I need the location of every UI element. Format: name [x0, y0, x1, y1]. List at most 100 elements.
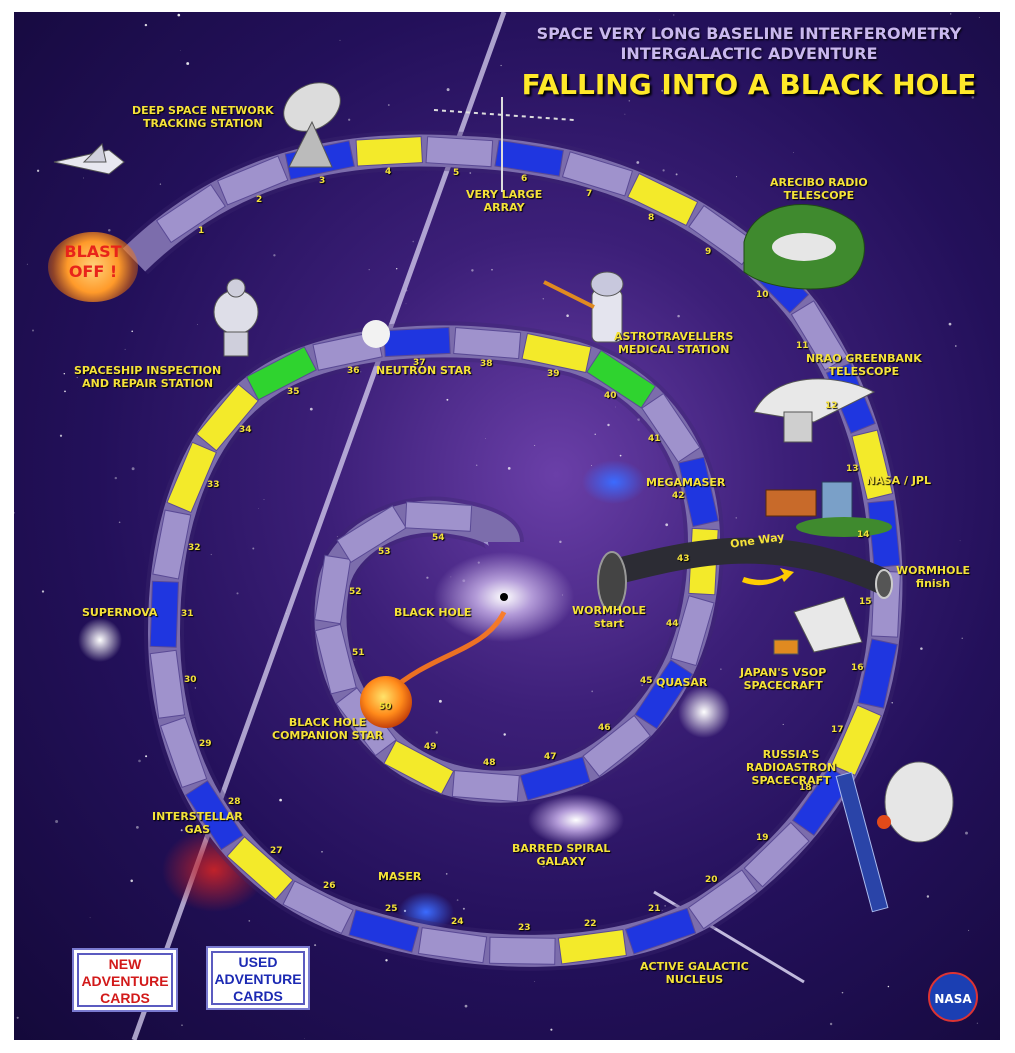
new-adventure-cards-button[interactable]: NEW ADVENTURE CARDS	[72, 948, 178, 1012]
board-space-20[interactable]	[687, 869, 758, 930]
star-dot	[181, 1024, 183, 1027]
board-space-1[interactable]	[155, 183, 226, 244]
star-dot	[720, 668, 722, 670]
board-space-47[interactable]	[519, 756, 591, 801]
blast-line-2: OFF !	[68, 262, 118, 281]
board-space-51[interactable]	[314, 623, 357, 695]
board-space-6[interactable]	[494, 139, 564, 177]
board-space-33[interactable]	[166, 441, 217, 514]
star-dot	[607, 423, 610, 427]
space-number-12: 12	[825, 401, 838, 411]
star-dot	[131, 467, 135, 471]
board-space-46[interactable]	[582, 714, 652, 778]
board-space-32[interactable]	[152, 509, 192, 580]
board-space-44[interactable]	[670, 595, 715, 667]
quasar-glow	[678, 686, 730, 738]
board-space-17[interactable]	[830, 704, 882, 776]
board-space-29[interactable]	[159, 716, 208, 789]
space-number-47: 47	[544, 752, 557, 762]
star-dot	[339, 39, 341, 41]
space-number-33: 33	[207, 480, 220, 490]
star-dot	[159, 183, 162, 185]
star-dot	[661, 89, 664, 92]
space-number-14: 14	[857, 530, 870, 540]
space-number-43: 43	[677, 554, 690, 564]
board-space-28[interactable]	[185, 780, 244, 851]
board-space-38[interactable]	[453, 327, 522, 360]
board-space-42[interactable]	[678, 456, 719, 528]
board-space-23[interactable]	[489, 936, 556, 965]
space-number-24: 24	[451, 917, 464, 927]
board-space-21[interactable]	[624, 907, 697, 955]
star-dot	[566, 314, 569, 317]
board-space-7[interactable]	[561, 151, 634, 197]
board-space-11[interactable]	[790, 300, 849, 371]
board-space-30[interactable]	[149, 649, 186, 719]
star-dot	[736, 176, 738, 178]
board-space-41[interactable]	[641, 392, 701, 463]
board-space-48[interactable]	[451, 770, 520, 803]
board-space-37[interactable]	[383, 326, 451, 358]
space-number-8: 8	[648, 213, 655, 223]
board-space-39[interactable]	[521, 332, 592, 374]
board-space-52[interactable]	[314, 554, 352, 625]
board-space-5[interactable]	[425, 136, 494, 168]
new-cards-line-2: ADVENTURE	[81, 973, 169, 989]
star-dot	[560, 36, 562, 38]
board-space-2[interactable]	[217, 155, 289, 206]
barred-spiral-galaxy-icon	[528, 794, 624, 846]
greenbank-icon	[753, 378, 876, 443]
space-number-29: 29	[199, 739, 212, 749]
star-dot	[445, 873, 448, 875]
vsop-spacecraft-icon	[773, 596, 863, 655]
board-space-8[interactable]	[627, 172, 699, 227]
board-space-34[interactable]	[195, 383, 259, 452]
black-hole-core	[500, 593, 508, 601]
star-dot	[456, 899, 459, 901]
used-adventure-cards-button[interactable]: USED ADVENTURE CARDS	[206, 946, 310, 1010]
space-number-41: 41	[648, 434, 661, 444]
star-dot	[412, 240, 414, 243]
board-space-16[interactable]	[857, 638, 898, 709]
board-space-35[interactable]	[245, 346, 317, 401]
label-maser: MASER	[378, 870, 422, 883]
label-neutron-star: NEUTRON STAR	[376, 364, 472, 377]
space-number-52: 52	[349, 587, 362, 597]
board-space-45[interactable]	[634, 659, 694, 730]
star-dot	[559, 540, 562, 544]
board-space-31[interactable]	[149, 580, 179, 648]
star-dot	[503, 733, 506, 736]
board-space-22[interactable]	[557, 929, 627, 965]
used-cards-line-3: CARDS	[233, 988, 283, 1004]
board-space-4[interactable]	[355, 136, 423, 167]
megamaser-cloud-icon	[582, 460, 646, 504]
board-space-27[interactable]	[226, 836, 294, 901]
board-space-24[interactable]	[417, 927, 488, 964]
star-dot	[954, 345, 957, 347]
board-space-54[interactable]	[404, 501, 473, 532]
space-number-22: 22	[584, 919, 597, 929]
space-number-42: 42	[672, 491, 685, 501]
star-dot	[83, 177, 84, 179]
label-black-hole: BLACK HOLE	[394, 606, 472, 619]
star-dot	[664, 905, 666, 907]
board-space-26[interactable]	[282, 880, 354, 935]
board-space-18[interactable]	[791, 766, 853, 837]
board-space-49[interactable]	[383, 739, 455, 795]
star-dot	[248, 920, 251, 922]
star-dot	[926, 895, 930, 898]
star-dot	[491, 268, 493, 271]
star-dot	[279, 798, 282, 802]
board-space-53[interactable]	[336, 505, 407, 563]
star-dot	[144, 23, 148, 27]
board-space-25[interactable]	[348, 909, 420, 953]
board-space-40[interactable]	[586, 349, 657, 409]
board-space-13[interactable]	[851, 429, 894, 501]
space-number-4: 4	[385, 167, 392, 177]
board-space-19[interactable]	[743, 821, 810, 888]
